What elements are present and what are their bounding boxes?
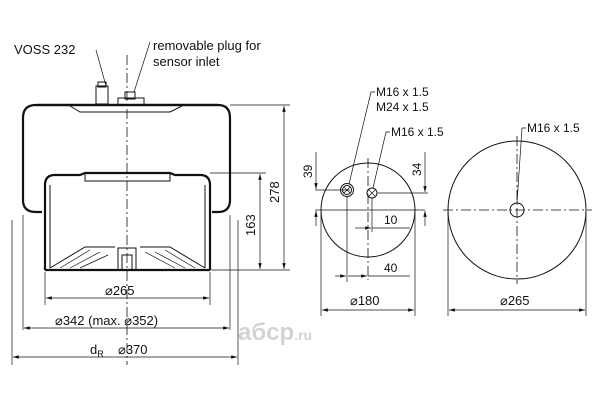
m16-label-1: M16 x 1.5: [376, 85, 429, 99]
side-view: VOSS 232 removable plug for sensor inlet…: [11, 38, 290, 365]
height-163: 163: [243, 214, 258, 236]
offset-34: 34: [410, 162, 424, 176]
m16-label-2: M16 x 1.5: [391, 125, 444, 139]
offset-39: 39: [301, 164, 315, 178]
diameter-180: ⌀180: [350, 293, 380, 308]
bellow-left: [21, 103, 218, 214]
dr-symbol: dR: [90, 342, 104, 359]
offset-10: 10: [384, 213, 398, 227]
diameter-265: ⌀265: [105, 283, 135, 298]
voss-label: VOSS 232: [14, 42, 75, 57]
plug-label-1: removable plug for: [153, 38, 261, 53]
watermark-logo: aбcp.ru: [238, 319, 312, 346]
diameter-370: ⌀370: [118, 342, 148, 357]
bottom-view: M16 x 1.5 ⌀265: [443, 121, 592, 316]
diameter-342: ⌀342 (max. ⌀352): [55, 313, 158, 328]
offset-40: 40: [384, 261, 398, 275]
m24-label: M24 x 1.5: [376, 100, 429, 114]
bottom-diameter-265: ⌀265: [500, 293, 530, 308]
bottom-m16-label: M16 x 1.5: [527, 121, 580, 135]
bellow-right: [36, 103, 232, 214]
plug-label-2: sensor inlet: [153, 54, 220, 69]
height-278: 278: [267, 181, 282, 203]
svg-text:aбcp.ru: aбcp.ru: [238, 319, 312, 346]
top-view: M16 x 1.5 M24 x 1.5 M16 x 1.5 39 34 10 4…: [301, 85, 444, 316]
